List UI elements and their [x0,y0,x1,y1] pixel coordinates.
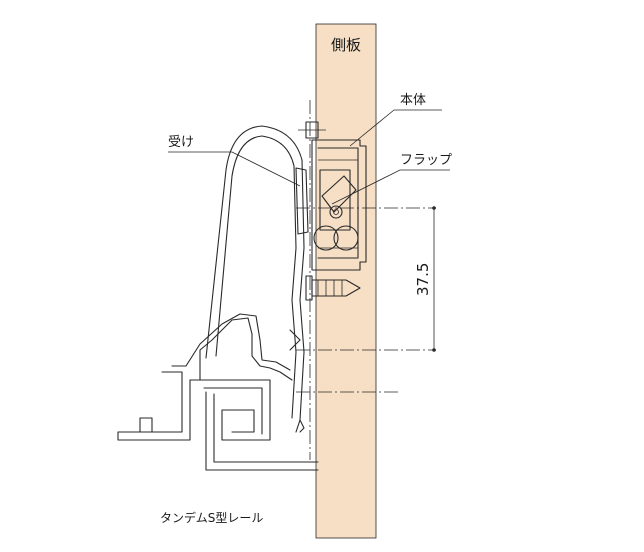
receiver-label: 受け [168,135,194,150]
body-label: 本体 [400,93,426,108]
dimension: 37.5 [414,206,436,352]
side-panel-label: 側板 [331,36,361,54]
flap-mechanism [313,175,359,251]
dimension-value: 37.5 [414,263,432,296]
hinge-body [298,121,367,271]
leader-flap [331,169,450,205]
rail-label: タンデムS型レール [160,510,263,525]
leader-receiver [168,151,301,187]
rail [117,313,319,471]
flap-label: フラップ [400,153,452,168]
side-panel [315,23,377,539]
receiver-part [205,125,309,433]
leader-body [349,109,442,147]
